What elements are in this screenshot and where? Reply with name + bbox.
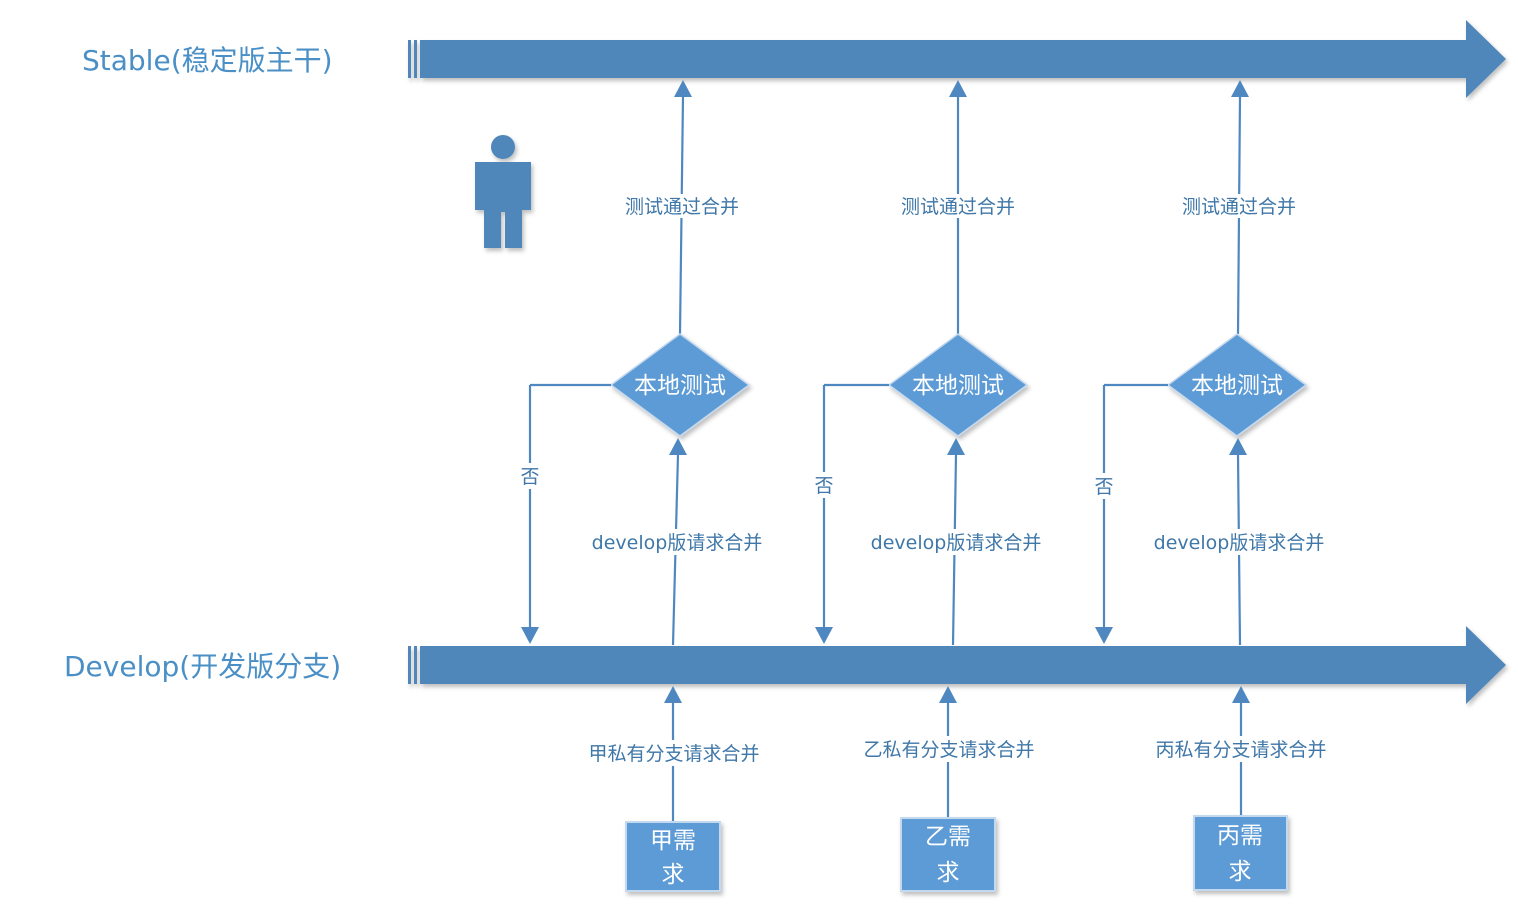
local-test-label: 本地测试 [912, 373, 1004, 399]
requirement-box [1193, 815, 1288, 891]
stable-lane-label: Stable(稳定版主干) [82, 44, 333, 77]
flow-1: 测试通过合并 本地测试 否 develop版请求合并 甲私有分支请求合并 甲需 … [516, 80, 770, 892]
branch-merge-label: 丙私有分支请求合并 [1155, 739, 1326, 761]
fail-label: 否 [520, 466, 539, 488]
local-test-decision [609, 333, 751, 437]
stable-trunk-arrow [408, 20, 1506, 98]
local-test-decision [1166, 333, 1308, 437]
person-icon [475, 135, 531, 248]
requirement-label-line1: 甲需 [650, 828, 696, 854]
branch-merge-label: 甲私有分支请求合并 [588, 743, 759, 765]
requirement-label-line2: 求 [662, 862, 685, 888]
requirement-label-line1: 乙需 [925, 824, 971, 850]
develop-merge-label: develop版请求合并 [871, 532, 1042, 554]
pass-merge-label: 测试通过合并 [901, 196, 1015, 218]
develop-merge-label: develop版请求合并 [592, 532, 763, 554]
local-test-decision [887, 333, 1029, 437]
branch-merge-label: 乙私有分支请求合并 [863, 739, 1034, 761]
pass-merge-label: 测试通过合并 [1182, 196, 1296, 218]
develop-merge-label: develop版请求合并 [1154, 532, 1325, 554]
local-test-label: 本地测试 [634, 373, 726, 399]
develop-branch-arrow [408, 626, 1506, 704]
requirement-label-line2: 求 [1229, 859, 1252, 885]
fail-label: 否 [1094, 476, 1113, 498]
pass-merge-label: 测试通过合并 [625, 196, 739, 218]
fail-label: 否 [814, 475, 833, 497]
requirement-label-line1: 丙需 [1217, 823, 1263, 849]
develop-lane-label: Develop(开发版分支) [64, 650, 341, 683]
arrowhead [674, 80, 692, 97]
requirement-box [900, 817, 996, 892]
requirement-label-line2: 求 [937, 860, 960, 886]
requirement-box [625, 821, 721, 892]
local-test-label: 本地测试 [1191, 373, 1283, 399]
flow-2: 测试通过合并 本地测试 否 develop版请求合并 乙私有分支请求合并 乙需 … [810, 80, 1047, 892]
flow-3: 测试通过合并 本地测试 否 develop版请求合并 丙私有分支请求合并 丙需 … [1090, 80, 1339, 891]
